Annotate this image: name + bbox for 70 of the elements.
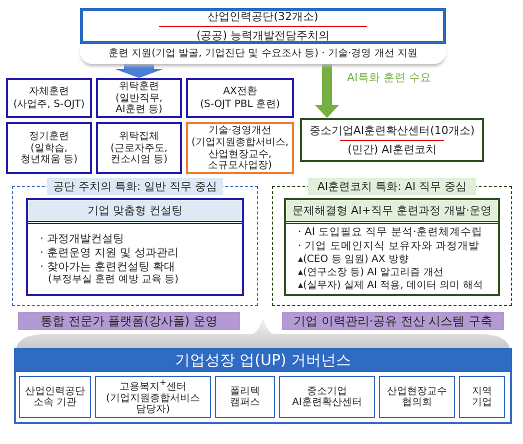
program-box	[6, 78, 92, 118]
box-note: (일반직무, AI훈련 등)	[114, 92, 164, 116]
member-title: 산업현장교수	[387, 386, 447, 397]
header-box	[80, 8, 446, 44]
note-text: (부정부실 훈련 예방 교육 등)	[47, 274, 179, 286]
box-title: 자체훈련	[29, 86, 69, 98]
box-title: 위탁훈련	[119, 80, 159, 92]
box-subtitle: (공공) 능력개발전담주치의	[196, 28, 330, 42]
bullet-item: · 과정개발컨설팅	[40, 232, 124, 245]
member-title: 중소기업	[307, 386, 347, 397]
box-note: (S-OJT PBL 훈련)	[200, 98, 280, 110]
box-note: (사업주, S-OJT)	[13, 98, 85, 110]
box-note: (근로자주도, 컨소시엄 등)	[109, 142, 169, 166]
member-title: 폴리텍	[230, 386, 260, 397]
support-band	[80, 44, 446, 64]
sub-item: ▴(CEO 등 임원) AX 방향	[298, 254, 408, 266]
program-box	[186, 122, 294, 174]
sub-item: ▴(실무자) 실제 AI 적용, 데이터 의미 해석	[298, 280, 483, 292]
bullet-item: · 훈련운영 지원 및 성과관리	[40, 246, 178, 260]
bullet-item: · 찾아가는 훈련컨설팅 확대	[40, 260, 175, 274]
program-box	[186, 78, 294, 118]
panel-box	[284, 198, 500, 296]
member-note: AI훈련확산센터	[292, 397, 362, 408]
region-heading: 공단 주치의 특화: 일반 직무 중심	[47, 178, 223, 195]
bar-text: 기업 이력관리·공유 전산 시스템 구축	[293, 314, 493, 328]
member-box	[459, 376, 505, 418]
program-box	[96, 78, 182, 118]
member-note: 캠퍼스	[230, 397, 260, 408]
member-note: (기업지원종합서비스 담당자)	[105, 392, 201, 416]
dashed-region	[12, 178, 258, 306]
member-note: 소속 기관	[33, 397, 77, 408]
box-title: 기술·경영개선	[208, 125, 272, 136]
member-title: 지역	[472, 386, 492, 397]
box-note: (일학습, 청년채움 등)	[19, 142, 79, 166]
panel-heading: 문제해결형 AI+직무 훈련과정 개발·운영	[286, 200, 498, 224]
header-box	[300, 118, 484, 162]
member-note: 기업	[472, 397, 492, 408]
member-box	[95, 376, 211, 418]
member-note: 협의회	[402, 397, 432, 408]
region-heading: AI훈련코치 특화: AI 직무 중심	[308, 178, 476, 195]
sub-item: ▴(연구소장 등) AI 알고리즘 개선	[298, 266, 444, 279]
block-arrow	[115, 64, 163, 78]
banner-title: 기업성장 업(UP) 거버넌스	[14, 348, 512, 372]
bar-text: 통합 전문가 플랫폼(강사풀) 운영	[40, 314, 218, 328]
box-title: 중소기업AI훈련확산센터(10개소)	[309, 124, 475, 138]
banner-bar	[282, 312, 504, 330]
member-title: 산업인력공단	[25, 386, 85, 397]
member-title: 고용복지$^{+}$센터	[120, 378, 186, 393]
block-arrow	[315, 64, 339, 118]
dashed-region	[272, 178, 512, 306]
governance-panel	[14, 348, 512, 424]
member-box	[379, 376, 455, 418]
banner-bar	[18, 312, 240, 330]
edge-label: AI특화 훈련 수요	[347, 70, 431, 84]
program-box	[96, 122, 182, 174]
member-box	[279, 376, 375, 418]
member-box	[19, 376, 91, 418]
box-title: 위탁집체	[119, 130, 159, 142]
bullet-item: · 기업 도메인지식 보유자와 과정개발	[298, 240, 480, 253]
box-title: AX전환	[223, 86, 257, 98]
program-box	[6, 122, 92, 174]
member-box	[215, 376, 275, 418]
box-title: 정기훈련	[29, 130, 69, 142]
box-note: (기업지원종합서비스, 산업현장교수, 소규모사업장)	[191, 137, 289, 171]
box-title: 산업인력공단(32개소)	[208, 10, 318, 24]
panel-heading: 기업 맞춤형 컨설팅	[28, 200, 242, 224]
panel-box	[26, 198, 244, 296]
box-subtitle: (민간) AI훈련코치	[348, 142, 436, 156]
bullet-item: · AI 도입필요 직무 분석·훈련체계수립	[298, 226, 482, 239]
band-text: 훈련 지원(기업 발굴, 기업진단 및 수요조사 등) · 기술·경영 개선 지원	[108, 48, 418, 60]
